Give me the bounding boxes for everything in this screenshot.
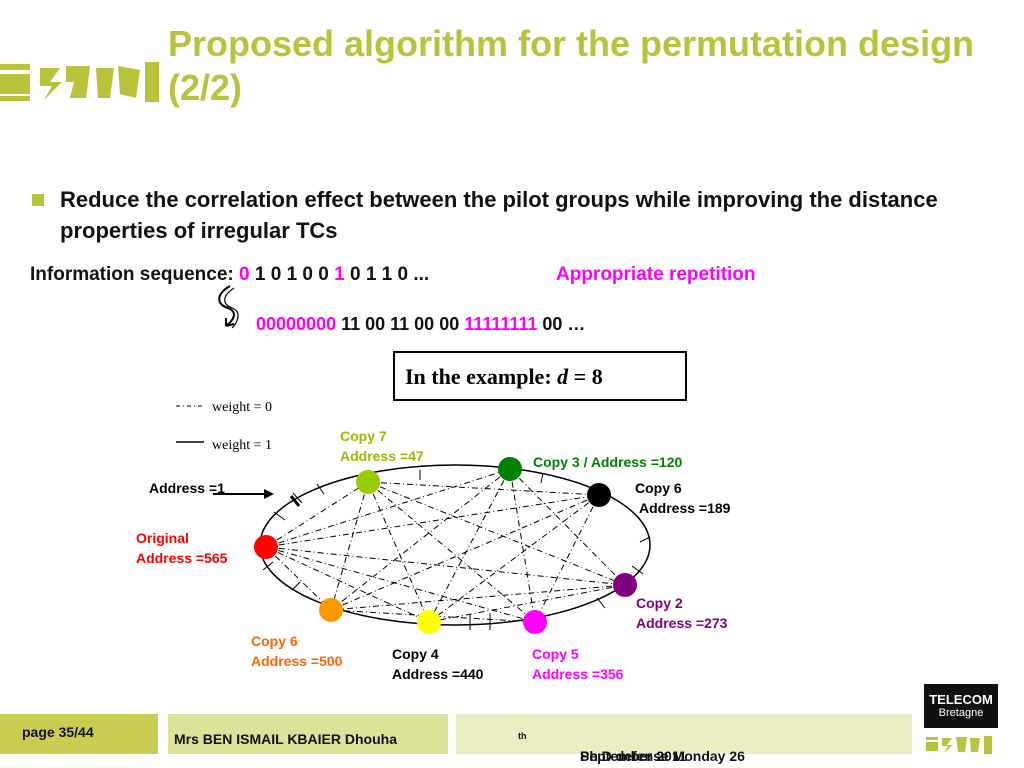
- seq-part-3: 11111111: [464, 314, 538, 334]
- label-copy2-name: Copy 2: [636, 595, 683, 611]
- label-original-name: Original: [136, 530, 189, 546]
- label-copy4-name: Copy 4: [392, 646, 439, 662]
- node-copy5: [523, 610, 547, 634]
- node-copy7: [356, 470, 380, 494]
- arrow-head-icon: [264, 489, 274, 499]
- example-box: In the example: d = 8: [393, 351, 687, 401]
- seq-part-4: 00 …: [537, 314, 586, 334]
- permutation-diagram: [176, 405, 651, 634]
- author-name: Mrs BEN ISMAIL KBAIER Dhouha: [174, 731, 397, 747]
- info-bits-2: 1 0 1 0 0: [249, 264, 335, 285]
- label-copy6-top-name: Copy 6: [635, 480, 682, 496]
- node-copy6-bottom: [319, 598, 343, 622]
- example-prefix: In the example:: [405, 364, 558, 389]
- label-copy6-bottom-address: Address =500: [251, 653, 343, 669]
- label-copy7: Copy 7 Address =47: [340, 426, 424, 466]
- appropriate-repetition-label: Appropriate repetition: [556, 264, 756, 285]
- label-copy6-top: Copy 6 Address =189: [635, 478, 730, 518]
- node-original: [254, 535, 278, 559]
- logo-line2: Bretagne: [938, 707, 984, 719]
- connection-lines: [265, 468, 626, 623]
- logo-line1: TELECOM: [929, 692, 993, 707]
- example-variable: d: [557, 364, 569, 389]
- label-copy7-address: Address =47: [340, 448, 424, 464]
- legend-weight1-label: weight = 1: [212, 438, 272, 453]
- footer-page-number: page 35/44: [0, 714, 158, 754]
- label-copy6-top-address: Address =189: [639, 500, 731, 516]
- node-copy2: [613, 573, 637, 597]
- label-copy5-name: Copy 5: [532, 646, 579, 662]
- seq-part-2: 11 00 11 00 00: [336, 314, 465, 334]
- node-copy3: [498, 457, 522, 481]
- example-suffix: = 8: [568, 364, 603, 389]
- repeated-sequence: 00000000 11 00 11 00 00 11111111 00 …: [256, 314, 585, 335]
- ring-ticks: [262, 470, 651, 630]
- label-copy2-address: Address =273: [636, 615, 728, 631]
- footer-defense: Ph.D defense Monday 26 th September 2011: [456, 714, 912, 764]
- footer-author: Mrs BEN ISMAIL KBAIER Dhouha: [168, 714, 448, 754]
- legend-weight0-label: weight = 0: [212, 400, 272, 415]
- info-bits-4: 0 1 1 0 ...: [344, 264, 430, 285]
- bullet-marker: [32, 194, 44, 206]
- start-marker: [289, 495, 301, 507]
- label-copy6-bottom-name: Copy 6: [251, 633, 298, 649]
- bullet-text: Reduce the correlation effect between th…: [60, 187, 938, 243]
- label-copy5-address: Address =356: [532, 666, 624, 682]
- seq-part-1: 00000000: [256, 314, 337, 334]
- school-logo-icon: [0, 62, 159, 102]
- page-title: Proposed algorithm for the permutation d…: [168, 23, 975, 108]
- label-copy3: Copy 3 / Address =120: [533, 454, 683, 470]
- info-label: Information sequence:: [30, 264, 240, 285]
- label-copy7-name: Copy 7: [340, 428, 387, 444]
- defense-date-post: September 2011: [580, 748, 687, 764]
- label-original-address: Address =565: [136, 550, 228, 566]
- label-copy6-bottom: Copy 6 Address =500: [251, 631, 342, 671]
- label-copy2: Copy 2 Address =273: [636, 593, 727, 633]
- telecom-mark-icon: [926, 736, 992, 754]
- label-original: Original Address =565: [136, 528, 227, 568]
- defense-date-pre: Ph.D defense Monday 26: [580, 748, 745, 764]
- label-copy4-address: Address =440: [392, 666, 484, 682]
- information-sequence: Information sequence: 0 1 0 1 0 0 1 0 1 …: [30, 264, 429, 286]
- defense-date-sup: th: [518, 731, 527, 741]
- label-copy4: Copy 4 Address =440: [392, 644, 483, 684]
- info-bit-highlight-1: 0: [239, 264, 250, 285]
- curved-arrow-icon: [218, 285, 239, 329]
- node-copy6-top: [587, 483, 611, 507]
- defense-date: Ph.D defense Monday 26 th September 2011: [518, 731, 745, 764]
- page-number: page 35/44: [22, 724, 94, 740]
- node-copy4: [417, 610, 441, 634]
- address-pointer-label: Address =1: [149, 480, 225, 496]
- info-bit-highlight-2: 1: [334, 264, 345, 285]
- label-copy5: Copy 5 Address =356: [532, 644, 623, 684]
- telecom-bretagne-logo: TELECOM Bretagne: [924, 684, 998, 728]
